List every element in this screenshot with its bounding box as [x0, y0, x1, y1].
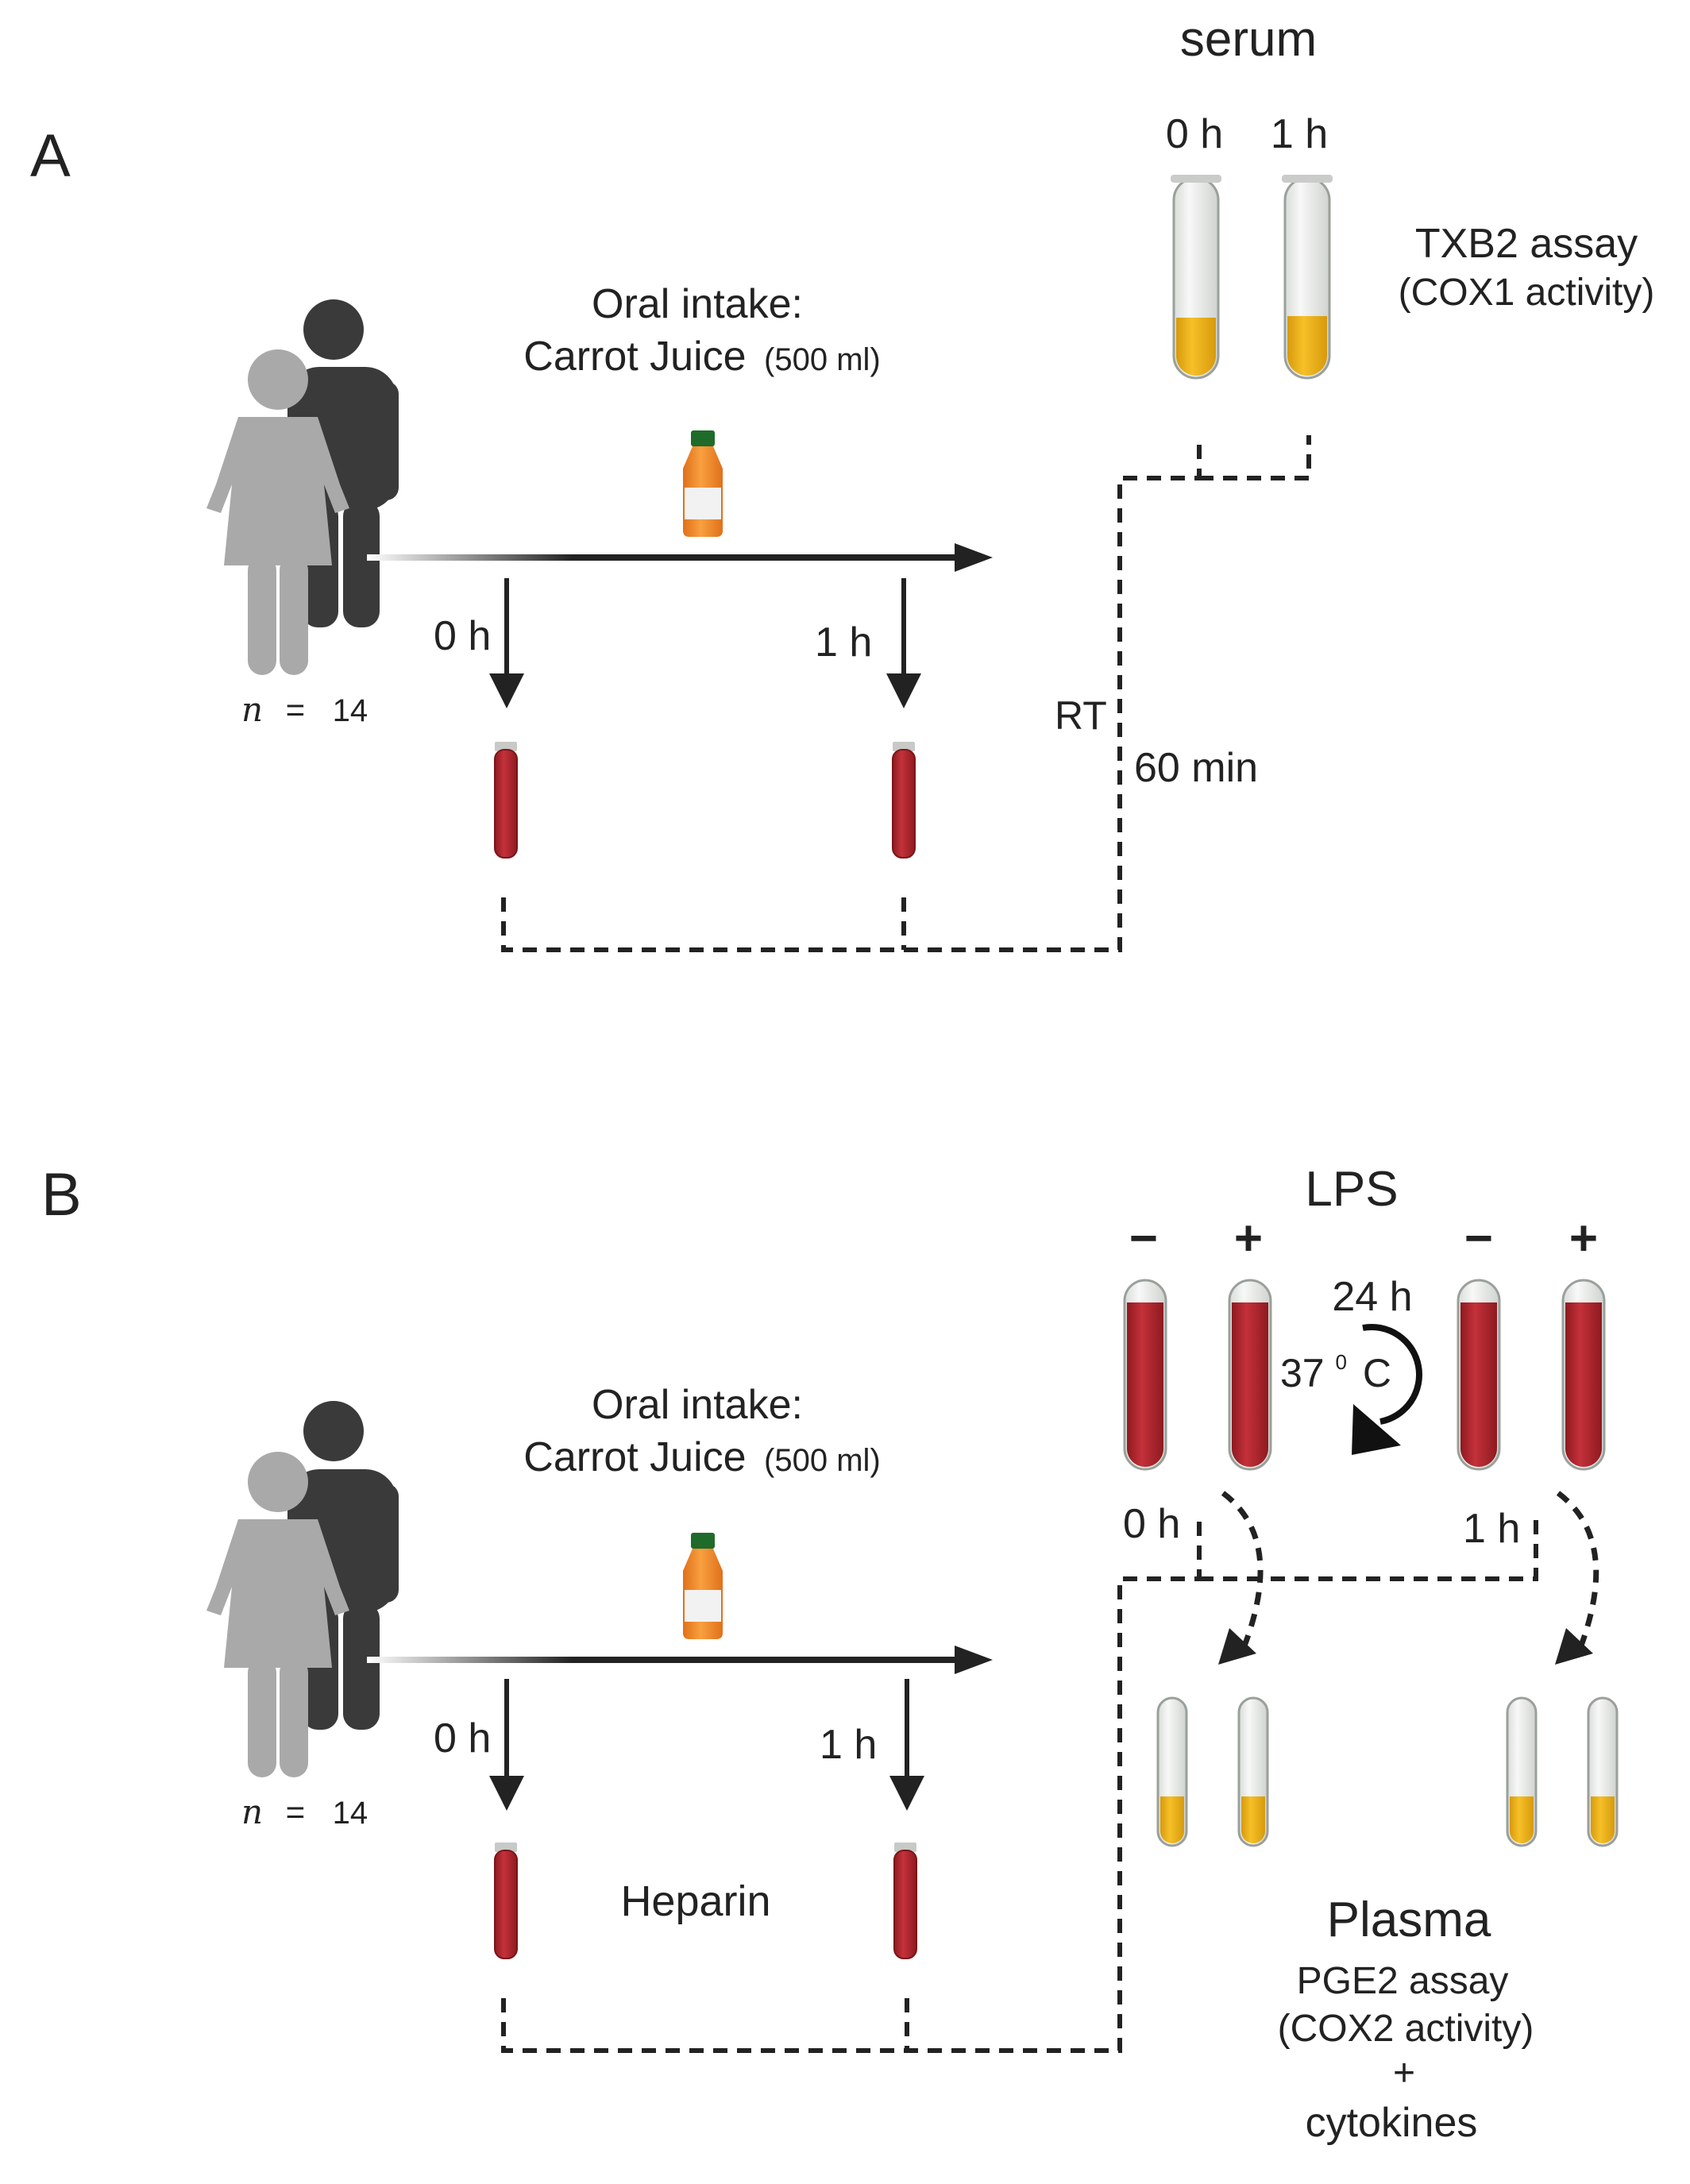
- dashed-connector-b: [501, 1518, 1538, 2053]
- tube-time-1h: 1 h: [1463, 1506, 1520, 1552]
- tube-time-0h: 0 h: [1123, 1501, 1180, 1547]
- time-0h-a: 0 h: [434, 613, 491, 659]
- time-1h-a: 1 h: [815, 619, 872, 666]
- draw-arrowhead-0h-b: [489, 1776, 524, 1811]
- time-0h-b: 0 h: [434, 1715, 491, 1761]
- draw-arrowhead-1h-b: [889, 1776, 924, 1811]
- blood-tube-icon: [1123, 1279, 1167, 1471]
- blood-tube-icon: [494, 742, 518, 859]
- timeline-arrowhead-b: [955, 1646, 993, 1674]
- txb2-assay-label: TXB2 assay: [1415, 221, 1638, 267]
- timeline-arrowhead-a: [955, 543, 993, 572]
- serum-tube-icon: [1171, 175, 1221, 380]
- plasma-tube-icon: [1237, 1696, 1269, 1847]
- pge2-assay-label: PGE2 assay: [1297, 1960, 1509, 2002]
- blood-tube-icon: [892, 742, 916, 859]
- blood-tube-icon: [494, 1843, 518, 1959]
- woman-icon: [206, 1452, 349, 1777]
- lps-plus-2: +: [1569, 1211, 1598, 1266]
- intake-line1-a: Oral intake:: [592, 281, 803, 327]
- intake-line2-b: Carrot Juice (500 ml): [523, 1434, 880, 1480]
- cytokines-label: cytokines: [1306, 2100, 1478, 2146]
- draw-arrowhead-1h-a: [886, 673, 921, 708]
- serum-time-1h: 1 h: [1271, 111, 1328, 157]
- panel-label-b: B: [41, 1161, 82, 1229]
- draw-arrowhead-0h-a: [489, 673, 524, 708]
- lps-minus-2: −: [1464, 1211, 1493, 1266]
- incubation-duration-a: 60 min: [1134, 745, 1258, 791]
- plasma-tube-icon: [1587, 1696, 1619, 1847]
- panel-a: A n = 14 Oral intake: Carrot Juice (500 …: [30, 12, 1655, 952]
- plus-sign: +: [1393, 2052, 1415, 2094]
- plasma-transfer-arrows: [1221, 1491, 1599, 1653]
- blood-tube-icon: [1228, 1279, 1272, 1471]
- cox2-activity-label: (COX2 activity): [1278, 2008, 1534, 2050]
- cox1-activity-label: (COX1 activity): [1399, 272, 1655, 314]
- plasma-title: Plasma: [1327, 1893, 1491, 1947]
- circular-arrowhead-icon: [1352, 1404, 1401, 1455]
- timeline-bar-a: [367, 554, 955, 561]
- intake-line1-b: Oral intake:: [592, 1382, 803, 1428]
- blood-tube-icon: [1561, 1279, 1606, 1471]
- plasma-arrowhead-1: [1218, 1628, 1256, 1665]
- lps-label: LPS: [1305, 1162, 1398, 1217]
- lps-plus-1: +: [1234, 1211, 1263, 1266]
- lps-minus-1: −: [1129, 1211, 1158, 1266]
- blood-tube-icon: [893, 1843, 917, 1959]
- plasma-tube-icon: [1506, 1696, 1538, 1847]
- time-1h-b: 1 h: [820, 1722, 877, 1768]
- woman-icon: [206, 349, 349, 675]
- incubation-time-label: 24 h: [1332, 1274, 1412, 1320]
- juice-bottle-icon: [683, 430, 723, 537]
- panel-label-a: A: [30, 122, 71, 190]
- serum-title: serum: [1180, 12, 1317, 67]
- sample-size-label-a: n = 14: [241, 690, 368, 729]
- plasma-arrowhead-2: [1555, 1628, 1593, 1665]
- blood-tube-icon: [1457, 1279, 1501, 1471]
- serum-time-0h: 0 h: [1166, 111, 1223, 157]
- serum-tube-icon: [1282, 175, 1333, 380]
- dashed-connector-a: [501, 435, 1311, 952]
- juice-bottle-icon: [683, 1533, 723, 1639]
- sample-size-label-b: n = 14: [241, 1792, 368, 1831]
- plasma-tube-icon: [1156, 1696, 1188, 1847]
- intake-line2-a: Carrot Juice (500 ml): [523, 334, 880, 380]
- timeline-bar-b: [367, 1657, 955, 1663]
- panel-b: B n = 14 Oral intake: Carrot Juice (500 …: [41, 1161, 1619, 2146]
- circular-arrow-icon: [1362, 1324, 1422, 1425]
- incubation-temp-label: 37 0 C: [1280, 1333, 1391, 1395]
- rt-label: RT: [1055, 693, 1107, 738]
- heparin-label: Heparin: [620, 1877, 770, 1925]
